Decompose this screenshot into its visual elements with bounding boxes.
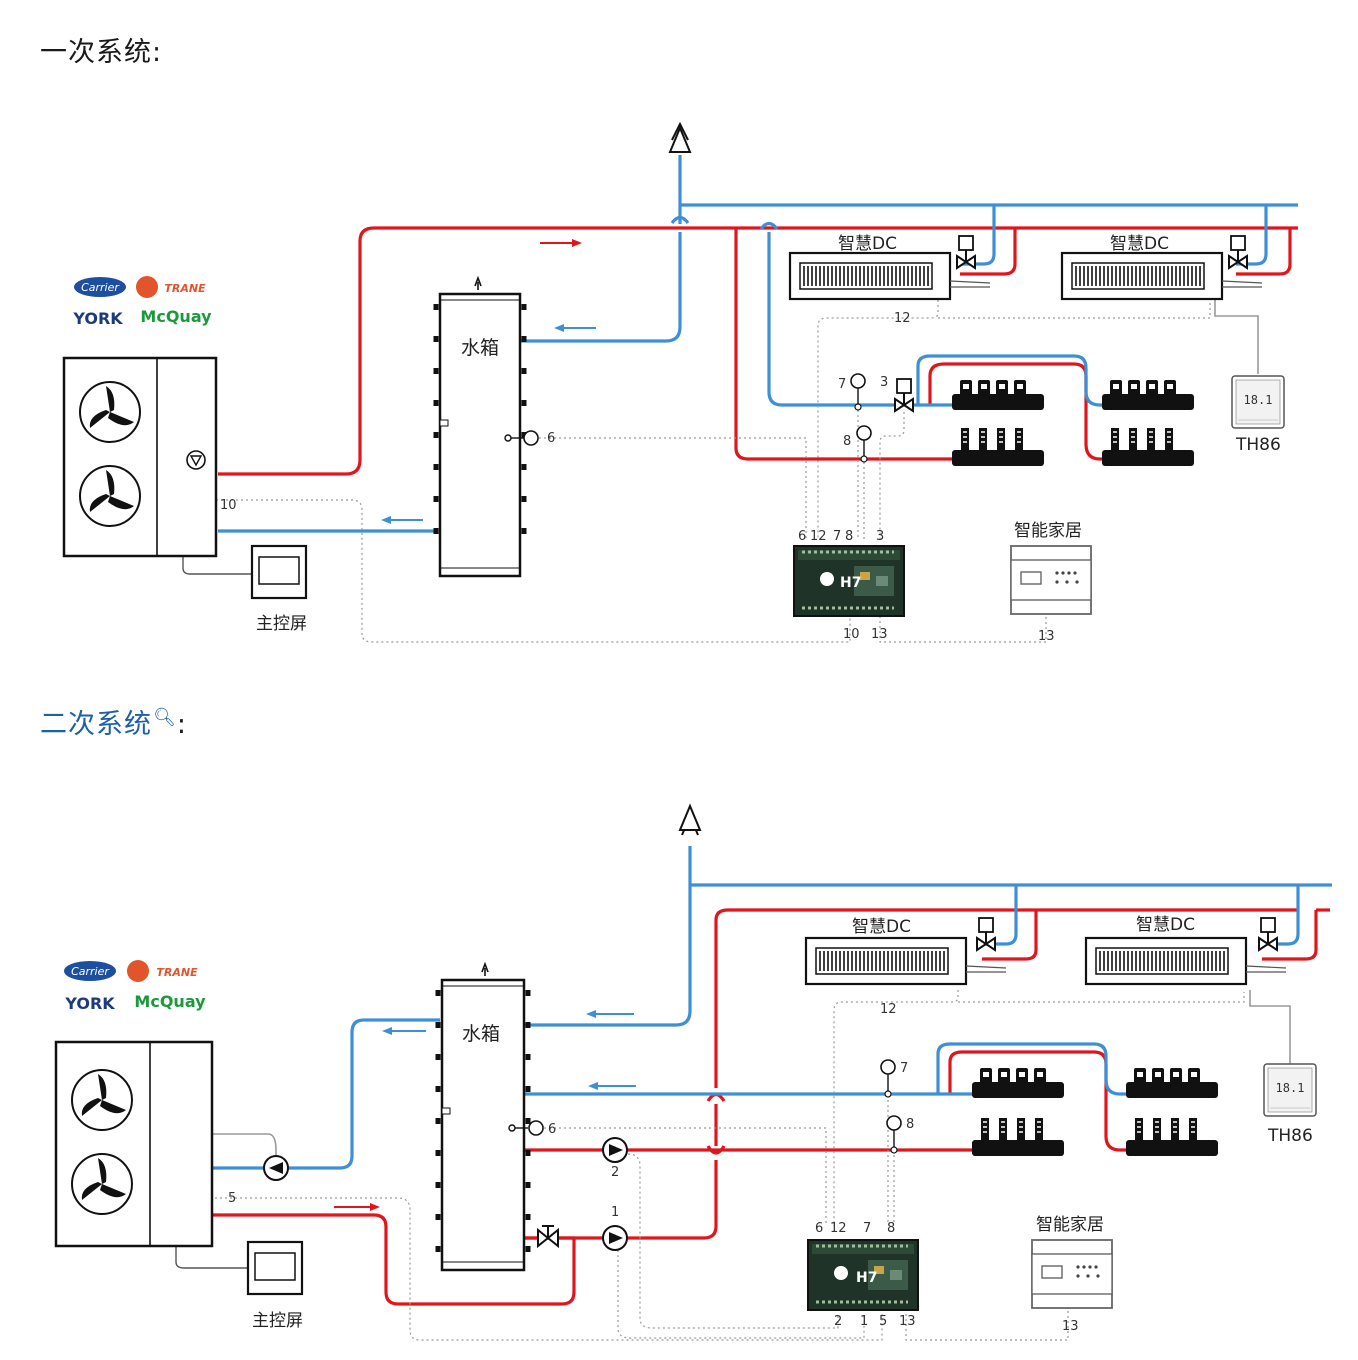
- smart-home-label: 智能家居: [1014, 521, 1082, 541]
- floor-pump: 2: [602, 1137, 628, 1180]
- thermostat-label-2: TH86: [1267, 1126, 1313, 1146]
- hot-pipes-2: [212, 908, 1330, 1306]
- brand-logos-2: Carrier TRANE YORK McQuay: [64, 960, 206, 1013]
- supply-sensor: 7: [838, 373, 866, 411]
- valve-3-number: 3: [880, 375, 888, 390]
- ctrl2-bottom-13: 13: [899, 1314, 916, 1329]
- dc-label-1: 智慧DC: [838, 234, 897, 254]
- sensor-6-number: 6: [547, 431, 555, 446]
- main-control-screen-2: 主控屏: [246, 1240, 304, 1331]
- dc-pump: 1: [602, 1205, 628, 1251]
- pump-2-number: 2: [611, 1165, 619, 1180]
- return-sensor: 8: [843, 425, 872, 463]
- pump-1-number: 1: [611, 1205, 619, 1220]
- cold-pipes: [218, 155, 1298, 533]
- thermostat-label: TH86: [1235, 435, 1281, 455]
- h7-controller: H7 6 12 7 8 3 10 13: [792, 529, 906, 642]
- secondary-system-diagram: Carrier TRANE YORK McQuay: [54, 803, 1332, 1341]
- tank-valve: [537, 1225, 559, 1249]
- thermostat-th86-2: 18.1 TH86: [1263, 1063, 1317, 1146]
- ctrl-top-12: 12: [810, 529, 827, 544]
- signal-lines: [182, 295, 1259, 643]
- brand-carrier-2: Carrier: [71, 965, 110, 978]
- tank-label: 水箱: [461, 337, 499, 359]
- ctrl2-bottom-1: 1: [860, 1314, 868, 1329]
- thermostat-th86: 18.1 TH86: [1231, 375, 1285, 455]
- unit-bus-number-2: 5: [228, 1191, 236, 1206]
- ctrl-top-8: 8: [845, 529, 853, 544]
- smart-dc-unit-4: 智慧DC: [1084, 915, 1288, 986]
- air-vent: [668, 121, 692, 153]
- ctrl-top-3: 3: [876, 529, 884, 544]
- floor-heating-manifolds: [951, 380, 1195, 467]
- smart-home-module: 智能家居 13: [1010, 521, 1092, 644]
- ctrl2-top-8: 8: [887, 1221, 895, 1236]
- brand-trane: TRANE: [164, 282, 206, 295]
- ctrl2-top-6: 6: [815, 1221, 823, 1236]
- tank-label-2: 水箱: [462, 1023, 500, 1045]
- return-sensor-2: 8: [886, 1115, 914, 1154]
- sensor-8-number-2: 8: [906, 1117, 914, 1132]
- ctrl-top-7: 7: [833, 529, 841, 544]
- brand-trane-2: TRANE: [156, 966, 198, 979]
- secondary-system-heading[interactable]: 二次系统🔍︎:: [40, 707, 187, 740]
- brand-logos: Carrier TRANE YORK McQuay: [72, 276, 212, 328]
- floor-heating-manifolds-2: [971, 1068, 1219, 1157]
- smart-home-module-2: 智能家居 13: [1031, 1215, 1113, 1334]
- brand-york: YORK: [72, 309, 123, 328]
- thermostat-display: 18.1: [1244, 393, 1273, 407]
- search-icon[interactable]: 🔍︎: [153, 707, 177, 728]
- heat-pump-unit: [62, 356, 218, 558]
- main-screen-label: 主控屏: [256, 614, 307, 634]
- dc-label-4: 智慧DC: [1136, 915, 1195, 935]
- dc-label-2: 智慧DC: [1110, 234, 1169, 254]
- primary-system-heading: 一次系统:: [40, 37, 163, 68]
- sensor-8-number: 8: [843, 434, 851, 449]
- smart-home-label-2: 智能家居: [1036, 1215, 1104, 1235]
- ctrl-bottom-10: 10: [843, 627, 860, 642]
- signal-lines-2: [175, 990, 1291, 1341]
- sensor-7-number-2: 7: [900, 1061, 908, 1076]
- brand-mcquay: McQuay: [140, 307, 212, 326]
- brand-york-2: YORK: [64, 994, 115, 1013]
- floor-valve: 3: [880, 375, 914, 412]
- main-control-screen: 主控屏: [250, 544, 308, 634]
- heat-pump-unit-2: 5: [54, 1040, 236, 1248]
- smart-dc-unit-3: 智慧DC: [804, 917, 1008, 986]
- h7-controller-2: H7 6 12 7 8 2 1 5 13: [806, 1221, 920, 1329]
- brand-carrier: Carrier: [81, 281, 120, 294]
- thermostat-display-2: 18.1: [1276, 1081, 1305, 1095]
- controller-label: H7: [840, 575, 861, 591]
- ctrl2-top-12: 12: [830, 1221, 847, 1236]
- air-vent-2: [678, 803, 702, 831]
- dc-bus-number-2: 12: [880, 1002, 897, 1017]
- water-tank: 水箱 6: [433, 275, 555, 578]
- ctrl2-bottom-5: 5: [879, 1314, 887, 1329]
- home-bus-number: 13: [1038, 629, 1055, 644]
- smart-dc-unit-2: 智慧DC: [1060, 234, 1264, 301]
- smart-dc-unit-1: 智慧DC: [788, 234, 992, 301]
- supply-sensor-2: 7: [880, 1059, 908, 1098]
- dc-bus-number: 12: [894, 311, 911, 326]
- sensor-6-number-2: 6: [548, 1122, 556, 1137]
- ctrl2-top-7: 7: [863, 1221, 871, 1236]
- ctrl2-bottom-2: 2: [834, 1314, 842, 1329]
- hot-pipes: [218, 226, 1298, 476]
- controller-label-2: H7: [856, 1270, 877, 1286]
- source-pump: [263, 1155, 289, 1181]
- water-tank-2: 水箱 6: [435, 961, 556, 1272]
- dc-label-3: 智慧DC: [852, 917, 911, 937]
- brand-mcquay-2: McQuay: [134, 992, 206, 1011]
- ctrl-bottom-13: 13: [871, 627, 888, 642]
- home-bus-number-2: 13: [1062, 1319, 1079, 1334]
- sensor-7-number: 7: [838, 377, 846, 392]
- cold-pipes-2: [210, 813, 1332, 1170]
- main-screen-label-2: 主控屏: [252, 1311, 303, 1331]
- primary-system-diagram: Carrier TRANE YORK McQuay: [62, 121, 1298, 644]
- unit-bus-number: 10: [220, 498, 237, 513]
- ctrl-top-6: 6: [798, 529, 806, 544]
